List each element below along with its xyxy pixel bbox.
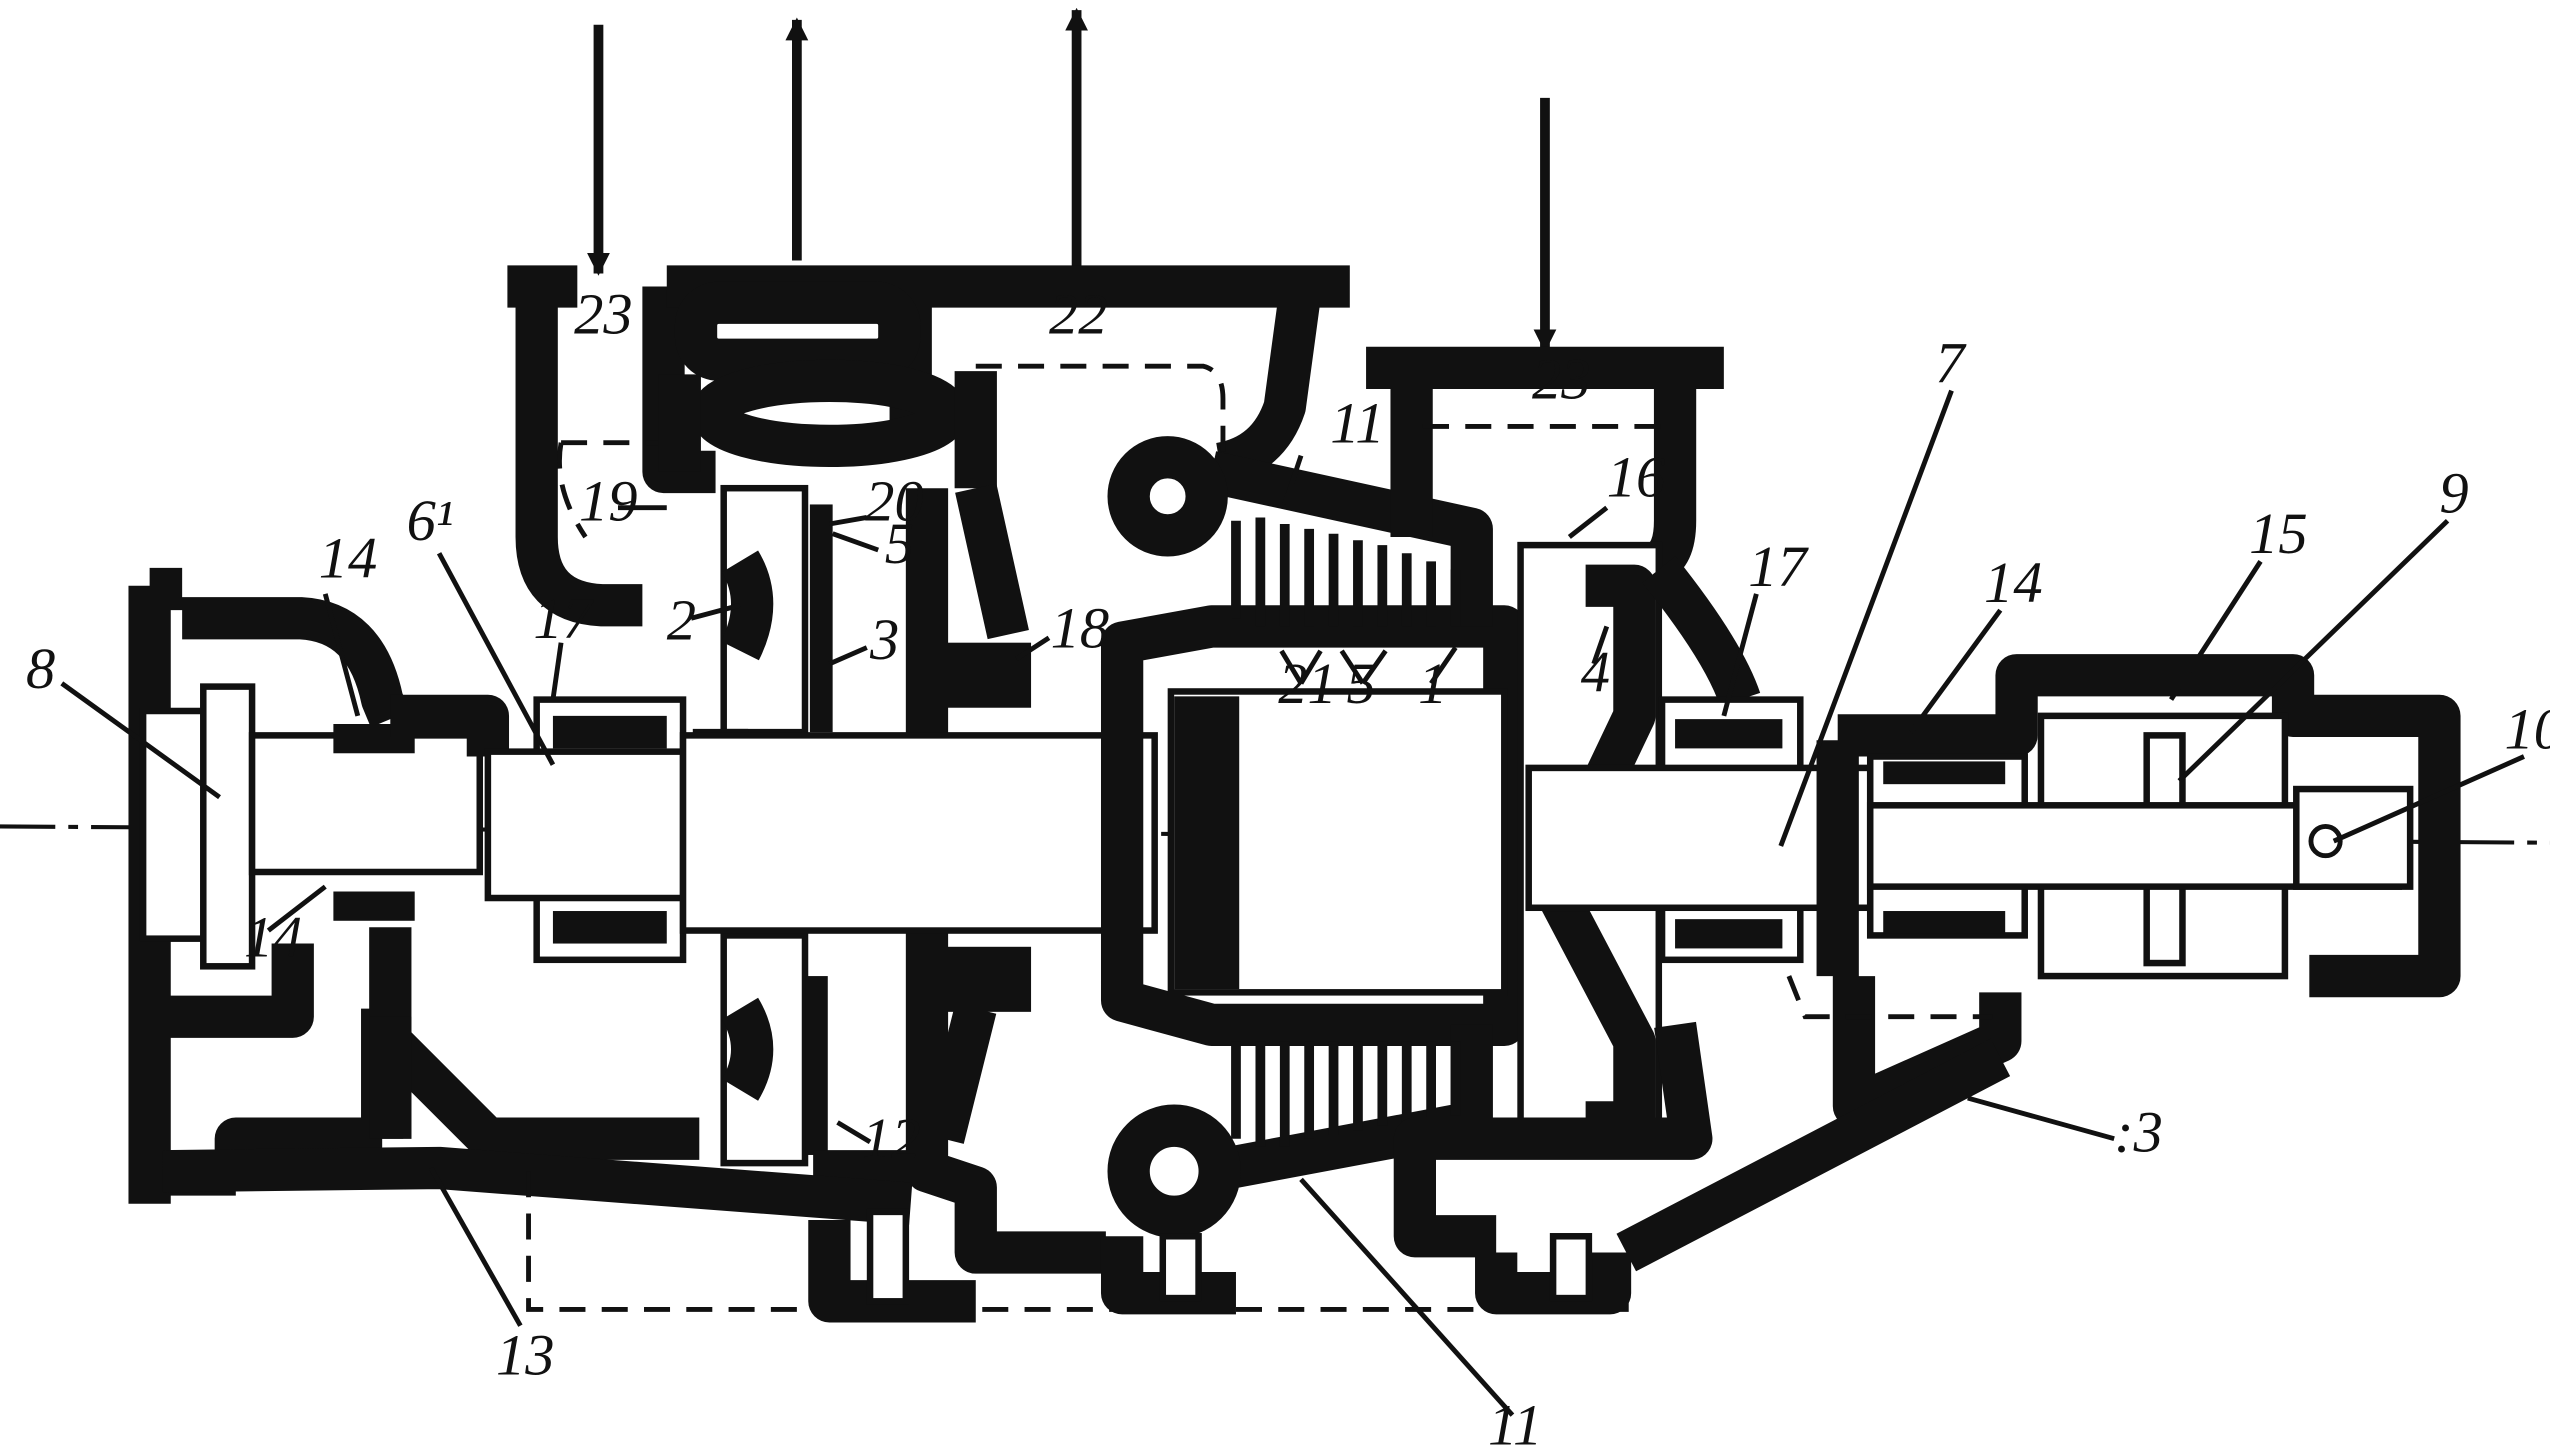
right-shaft bbox=[1525, 764, 1874, 912]
label-9: 9 bbox=[2439, 461, 2468, 526]
flow-arrows bbox=[587, 7, 1557, 353]
label-10: 10 bbox=[2504, 696, 2550, 761]
label-22: 22 bbox=[1049, 282, 1108, 347]
coupling-hub bbox=[200, 683, 256, 970]
label-12: 12 bbox=[862, 1106, 921, 1171]
label-19: 19 bbox=[579, 469, 638, 534]
main-casing-top bbox=[658, 265, 1350, 489]
shaft-section-6 bbox=[484, 748, 687, 902]
foot-2 bbox=[1159, 1233, 1202, 1302]
label-5-lower: 5 bbox=[1347, 651, 1376, 716]
seal-18-lower bbox=[939, 946, 1032, 1012]
journal-bearing-right bbox=[1525, 696, 1874, 964]
seal-18-upper bbox=[939, 642, 1032, 708]
casing-top-cavity bbox=[674, 281, 921, 381]
foot-1 bbox=[866, 1208, 910, 1305]
disk-3-lower bbox=[805, 976, 828, 1155]
label-14-left-top: 14 bbox=[319, 526, 378, 591]
foot-3 bbox=[1549, 1233, 1593, 1302]
label-13-left: 13 bbox=[496, 1323, 555, 1388]
upper-volute-bead bbox=[1107, 436, 1228, 557]
bearing-17-bottom-pad bbox=[552, 911, 667, 944]
bearing-17r-bottom-pad bbox=[1675, 919, 1783, 949]
bearing-17-top-pad bbox=[552, 715, 667, 749]
label-23-right: 23 bbox=[1532, 347, 1591, 412]
bearing-17r-top-pad bbox=[1675, 719, 1783, 749]
label-4: 4 bbox=[1581, 639, 1610, 704]
label-14-left-bottom: 14 bbox=[244, 905, 303, 970]
label-15: 15 bbox=[2249, 501, 2308, 566]
leader-lines bbox=[60, 389, 2525, 1417]
label-18: 18 bbox=[1051, 596, 1110, 661]
bearing-14r-top-pad bbox=[1883, 761, 2006, 785]
journal-bearing-left bbox=[484, 696, 687, 964]
rotor-drum bbox=[1100, 605, 1526, 1047]
disk-3-upper bbox=[809, 504, 833, 733]
end-hole bbox=[2308, 824, 2343, 859]
label-6: 6¹ bbox=[407, 488, 454, 553]
diaphragm bbox=[813, 483, 1106, 1274]
lower-volute-bead bbox=[1107, 1104, 1241, 1238]
label-17-left: 17 bbox=[533, 586, 594, 651]
left-end-casing bbox=[128, 567, 700, 1204]
label-23-left: 23 bbox=[574, 282, 633, 347]
bearing-14r-bottom-pad bbox=[1883, 911, 2006, 934]
part-labels: 8 14 6¹ 17 14 23 22 19 20 5 2 3 18 12 21… bbox=[26, 282, 2550, 1448]
left-shaft-stub bbox=[248, 732, 484, 876]
label-8: 8 bbox=[26, 636, 55, 701]
label-3: 3 bbox=[869, 607, 899, 672]
main-shaft bbox=[679, 732, 1158, 934]
label-21: 21 bbox=[1278, 651, 1337, 716]
label-13-right: :3 bbox=[2114, 1100, 2163, 1165]
label-14-right: 14 bbox=[1984, 550, 2043, 615]
bearing-14-bottom bbox=[333, 891, 415, 921]
label-16: 16 bbox=[1607, 444, 1666, 509]
label-2: 2 bbox=[667, 587, 696, 652]
base-frame bbox=[162, 1016, 2011, 1323]
label-17-right: 17 bbox=[1748, 534, 1809, 599]
label-1: 1 bbox=[1418, 651, 1447, 716]
right-end-casing bbox=[1786, 654, 2461, 1128]
label-7: 7 bbox=[1935, 330, 1967, 395]
label-11-top: 11 bbox=[1330, 391, 1384, 456]
drum-end-wall bbox=[1174, 696, 1240, 990]
shaft-end-10 bbox=[2293, 785, 2414, 890]
label-5-upper: 5 bbox=[885, 511, 914, 576]
oval-port bbox=[691, 359, 968, 468]
label-20: 20 bbox=[865, 469, 924, 534]
label-11-bottom: 11 bbox=[1488, 1392, 1542, 1448]
